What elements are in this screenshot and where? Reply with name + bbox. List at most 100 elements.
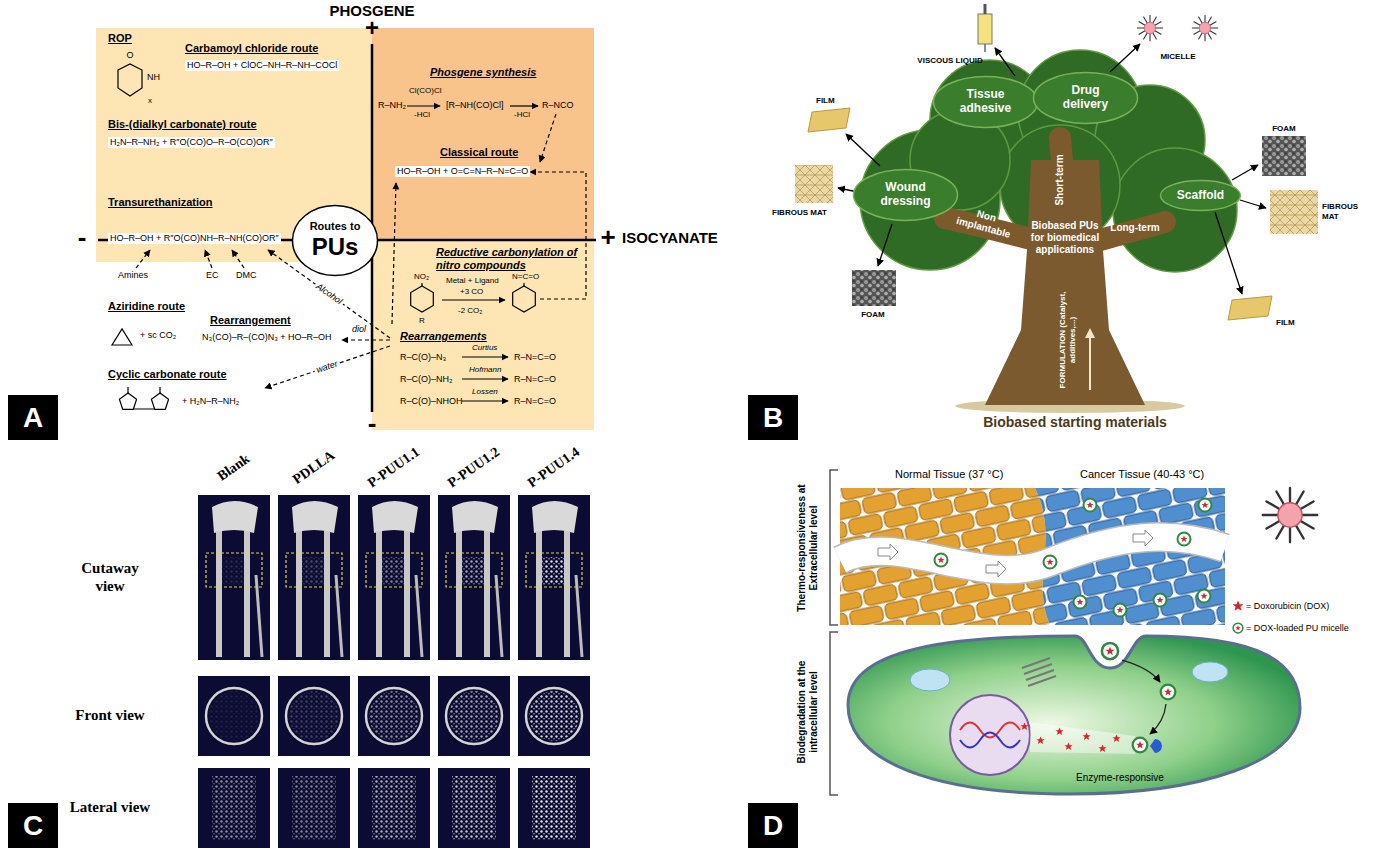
legend-marker bbox=[1232, 622, 1244, 634]
legend-item: = Doxorubicin (DOX) bbox=[1232, 596, 1329, 614]
micro-ct-image bbox=[286, 553, 342, 587]
text-label: R–C(O)–NH₂ bbox=[400, 374, 453, 385]
text-label: Biodegradation at the intracellular leve… bbox=[796, 637, 820, 787]
text-label: + bbox=[600, 222, 615, 253]
micro-ct-image bbox=[358, 768, 430, 848]
route-heading: Cyclic carbonate route bbox=[108, 368, 227, 381]
node-text-group: C bbox=[23, 803, 43, 848]
micro-ct-image bbox=[206, 553, 262, 587]
dashed-arrow bbox=[265, 346, 390, 388]
cell bbox=[1036, 736, 1044, 744]
product-icon bbox=[1228, 296, 1272, 320]
text-label: NH bbox=[147, 72, 160, 83]
micro-ct-image bbox=[198, 676, 270, 756]
product-icon bbox=[1270, 190, 1318, 234]
text-label: Lossen bbox=[472, 387, 498, 397]
route-heading: ROP bbox=[108, 32, 132, 45]
node-text: A bbox=[23, 395, 43, 440]
dox-micelle bbox=[1154, 594, 1167, 607]
tissue bbox=[840, 537, 1225, 570]
reaction-arrow bbox=[462, 378, 508, 379]
text-label: Non implantable bbox=[947, 201, 1023, 243]
micro-ct-image bbox=[278, 676, 350, 756]
node-text: Routes to bbox=[310, 220, 361, 233]
micro-ct-image bbox=[358, 495, 430, 660]
quadrant-background bbox=[372, 28, 594, 240]
product-icon bbox=[1137, 15, 1162, 40]
node-text: D bbox=[763, 803, 783, 848]
text-label: [R–NH(CO)Cl] bbox=[446, 100, 504, 111]
lobe-outline bbox=[1161, 181, 1241, 211]
dox-micelle bbox=[1084, 499, 1097, 512]
cell bbox=[1098, 744, 1106, 752]
micro-ct-image bbox=[372, 776, 416, 840]
tree-canopy bbox=[1113, 148, 1237, 272]
pointer-arrow bbox=[995, 48, 1015, 76]
node-text-group: Wound dressing bbox=[874, 181, 938, 209]
route-heading: Rearrangements bbox=[400, 330, 487, 343]
route-heading: Transurethanization bbox=[108, 196, 213, 209]
text-label: FILM bbox=[816, 96, 835, 106]
micro-ct-image bbox=[366, 688, 422, 744]
cell bbox=[1161, 685, 1176, 700]
bracket bbox=[830, 632, 838, 795]
dashed-arrow bbox=[205, 250, 212, 268]
micro-ct-image bbox=[366, 553, 422, 587]
text-label: Normal Tissue (37 °C) bbox=[895, 468, 1003, 481]
chemical-formula: HO–R–OH + O=C=N–R–N=C=O bbox=[395, 166, 530, 177]
dashed-arrow bbox=[232, 250, 244, 268]
text-label: + sc CO₂ bbox=[140, 330, 176, 341]
trunk-arrow bbox=[1085, 328, 1095, 338]
text-label: R–C(O)–N₃ bbox=[400, 352, 446, 363]
text-label: - bbox=[78, 222, 87, 253]
product-icon bbox=[795, 165, 833, 203]
text-label: FIBROUS MAT bbox=[772, 208, 827, 218]
micro-ct-image bbox=[438, 495, 510, 660]
text-label: R bbox=[419, 316, 425, 326]
chemical-formula: H₂N–R–NH₂ + R″O(CO)O–R–O(CO)OR″ bbox=[108, 137, 275, 148]
text-label: -HCl bbox=[414, 110, 430, 120]
micro-ct-image bbox=[209, 691, 259, 741]
micro-ct-image bbox=[302, 557, 324, 585]
node-text-group: Drug delivery bbox=[1054, 84, 1118, 112]
dox-micelle bbox=[1178, 533, 1191, 546]
panel-letter: C bbox=[8, 803, 58, 848]
cell bbox=[1192, 662, 1228, 682]
node-text-group: A bbox=[23, 395, 43, 440]
lobe-outline bbox=[854, 170, 958, 221]
dashed-arrow bbox=[342, 339, 390, 340]
node-text-group: Tissue adhesive bbox=[954, 88, 1018, 116]
figure-label: P-PUU1.2 bbox=[445, 444, 503, 492]
legend-marker bbox=[1233, 600, 1244, 610]
micro-ct-image bbox=[222, 557, 244, 585]
text-label: MICELLE bbox=[1160, 52, 1195, 62]
micro-ct-image bbox=[292, 501, 342, 657]
reaction-arrow bbox=[462, 356, 508, 357]
cell bbox=[1112, 734, 1120, 742]
product-icon bbox=[1262, 136, 1306, 176]
pointer-arrow bbox=[1215, 212, 1242, 294]
node-text-group: B bbox=[763, 395, 783, 440]
chemical-formula: N₃(CO)–R–(CO)N₃ + HO–R–OH bbox=[200, 332, 334, 343]
micro-ct-image bbox=[518, 495, 590, 660]
micro-ct-image bbox=[278, 768, 350, 848]
micro-ct-image bbox=[446, 688, 502, 744]
quadrant-background bbox=[96, 28, 372, 262]
panel-letter: A bbox=[8, 395, 58, 440]
micro-ct-image bbox=[372, 501, 422, 657]
chemical-structure bbox=[513, 286, 536, 312]
chemical-structure bbox=[523, 283, 524, 286]
cell bbox=[1020, 722, 1028, 730]
route-heading: Carbamoyl chloride route bbox=[185, 42, 318, 55]
chemical-structure bbox=[128, 387, 160, 409]
node-text: PUs bbox=[310, 233, 361, 261]
text-label: Curtius bbox=[472, 343, 497, 353]
text-label: R–NH₂ bbox=[378, 100, 406, 111]
chemical-formula: water bbox=[313, 358, 341, 377]
chemical-structure bbox=[421, 283, 422, 286]
dashed-arrow bbox=[136, 250, 150, 268]
pointer-arrow bbox=[1110, 44, 1140, 72]
chemical-formula: HO–R–OH + ClOC–NH–R–NH–COCl bbox=[185, 60, 339, 71]
text-label: Amines bbox=[118, 270, 148, 281]
text-label: +3 CO bbox=[460, 287, 483, 297]
